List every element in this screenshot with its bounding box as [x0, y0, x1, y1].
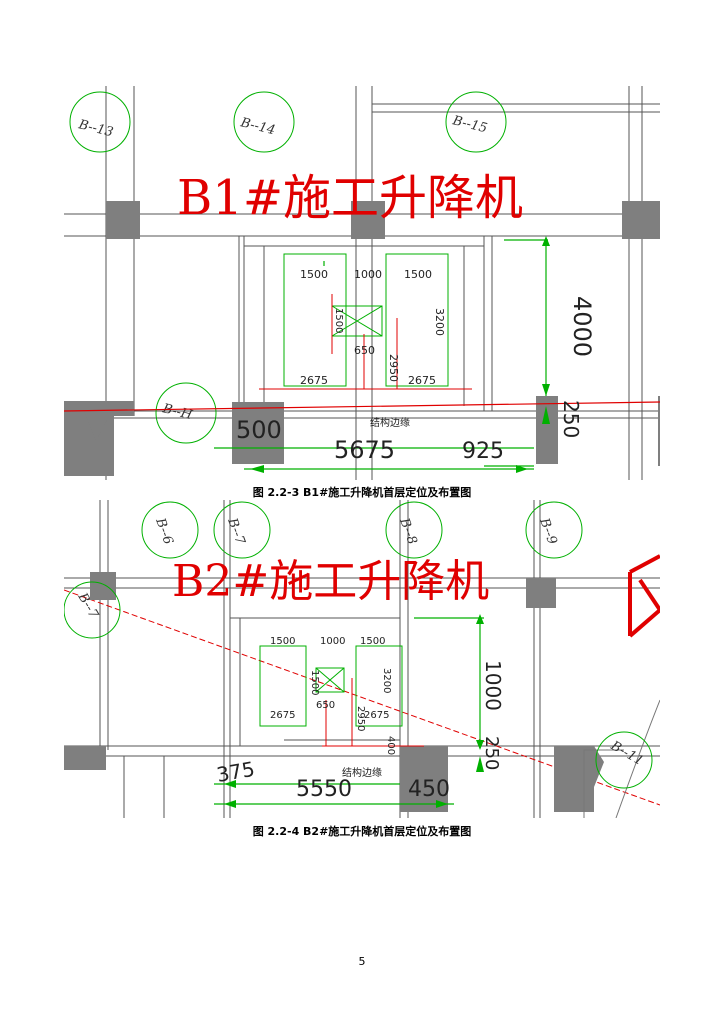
- grid-label: B--9: [536, 515, 560, 546]
- drawing-title: B1#施工升降机: [177, 170, 523, 226]
- figure-caption: 图 2.2-4 B2#施工升降机首层定位及布置图: [252, 825, 472, 838]
- page-number: 5: [358, 955, 366, 968]
- dimension-texts: 1500 1000 1500 3200 1500 650 2950 2675 2…: [215, 636, 505, 802]
- curved-wall: [583, 699, 660, 818]
- arrowheads: [250, 236, 550, 473]
- cad-drawing-b2-svg: B--6 B--7 B--8 B--9 B--7 B--11: [64, 500, 660, 818]
- dim-text: 5675: [334, 436, 395, 464]
- dim-text: 650: [354, 344, 375, 357]
- dim-text: 650: [316, 700, 335, 711]
- dim-text: 250: [481, 736, 502, 770]
- note-text: 结构边缘: [342, 766, 382, 779]
- arrowheads: [224, 614, 484, 808]
- grid-label: B--H: [160, 401, 194, 423]
- red-dimension-lines: [322, 678, 424, 747]
- green-dimension-lines: [214, 617, 484, 805]
- dim-text: 500: [236, 416, 282, 444]
- dim-text: 1500: [404, 268, 432, 281]
- dimension-texts: 1500 1000 1500 3200 1500 650 2950 2675 2…: [236, 268, 596, 464]
- wall-fragment: [554, 746, 604, 812]
- dim-text: 450: [408, 777, 450, 802]
- dim-text: 3200: [433, 308, 446, 336]
- dim-text: 250: [559, 400, 583, 438]
- dim-text: 1500: [333, 308, 344, 333]
- figure-caption: 图 2.2-3 B1#施工升降机首层定位及布置图: [252, 486, 472, 499]
- dim-text: 1000: [354, 268, 382, 281]
- dim-text: 1500: [300, 268, 328, 281]
- grid-label: B--13: [76, 117, 115, 140]
- dim-text: 2675: [300, 374, 328, 387]
- cad-drawing-b1: B--13 B--14 B--15 B--H 1500 1000 1: [64, 86, 660, 480]
- columns: [64, 201, 660, 476]
- structure-lines: [64, 86, 660, 480]
- grid-label: B--14: [238, 115, 277, 138]
- dim-text: 2675: [270, 710, 295, 721]
- dim-text: 5550: [296, 777, 352, 802]
- elevator-cages: [283, 253, 449, 387]
- dim-text: 1000: [481, 660, 505, 711]
- cad-drawing-b1-svg: B--13 B--14 B--15 B--H 1500 1000 1: [64, 86, 660, 480]
- grid-label: B--15: [450, 113, 489, 136]
- drawing-title: B2#施工升降机: [172, 556, 489, 607]
- dim-text: 2950: [355, 706, 366, 731]
- dim-text: 400: [385, 736, 396, 755]
- structure-edge-line: [64, 401, 660, 412]
- dim-text: 2675: [408, 374, 436, 387]
- cad-drawing-b2: B--6 B--7 B--8 B--9 B--7 B--11: [64, 500, 660, 818]
- dim-text: 2675: [364, 710, 389, 721]
- dim-text: 1500: [360, 636, 385, 647]
- dim-text: 4000: [568, 296, 596, 357]
- dim-text: 925: [462, 439, 504, 464]
- red-dimension-lines: [259, 294, 472, 390]
- dim-text: 2950: [387, 354, 400, 382]
- dim-text: 1000: [320, 636, 345, 647]
- grid-circles: [64, 501, 653, 789]
- elevator-cages: [259, 645, 403, 727]
- grid-label: B--6: [152, 515, 176, 546]
- dim-text: 3200: [381, 668, 392, 693]
- note-text: 结构边缘: [370, 416, 410, 429]
- dim-text: 1500: [309, 670, 320, 695]
- grid-label: B--11: [607, 738, 646, 769]
- grid-label: B--8: [396, 515, 420, 546]
- dim-text: 1500: [270, 636, 295, 647]
- red-marker: [628, 554, 660, 638]
- grid-circles: [69, 91, 507, 444]
- green-dimension-lines: [214, 239, 548, 470]
- grid-label: B--7: [224, 515, 248, 547]
- dim-text: 375: [215, 757, 257, 787]
